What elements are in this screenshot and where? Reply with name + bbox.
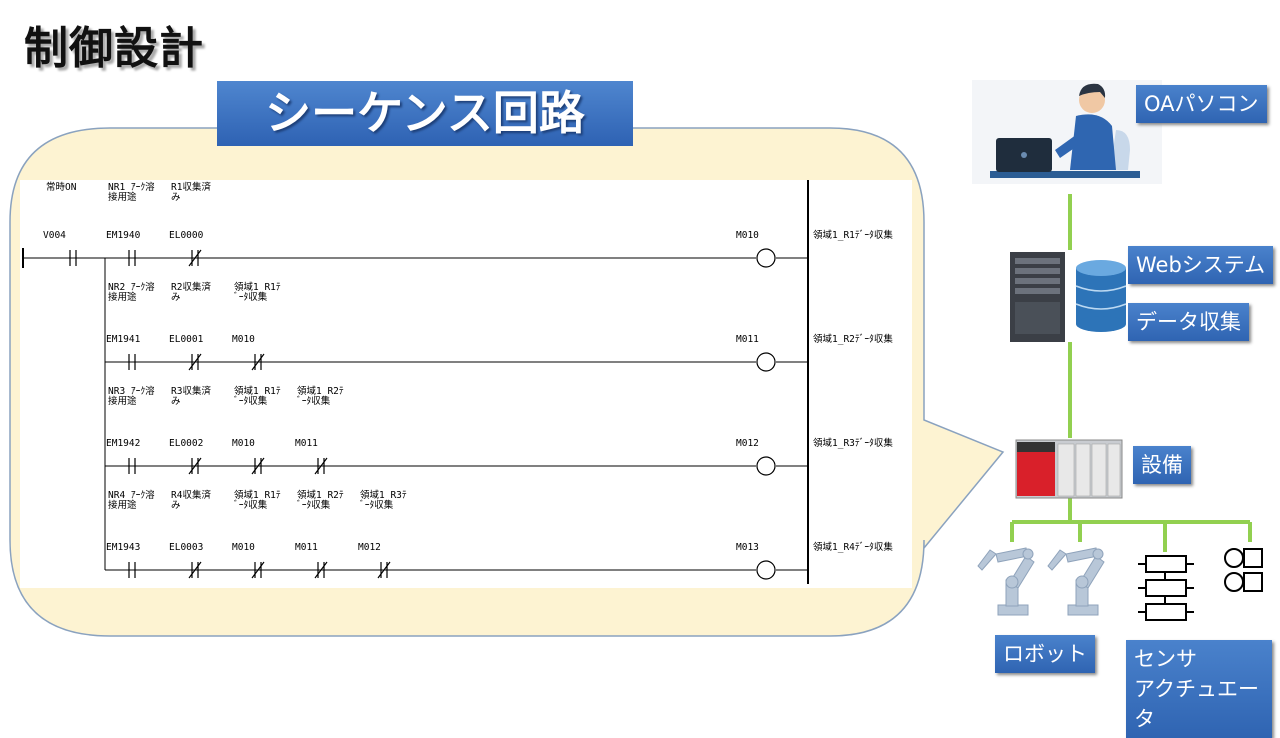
contact-slash (188, 561, 202, 579)
coil-label: M012 (736, 438, 759, 449)
equipment-label: 設備 (1133, 446, 1191, 484)
coil-symbol (756, 456, 776, 476)
contact-slash (251, 561, 265, 579)
rung-comment: NR3_ｱｰｸ溶 (108, 385, 155, 397)
contact-label: M012 (358, 542, 381, 553)
contact-label: M011 (295, 438, 318, 449)
rung-comment: ﾞｰﾀ収集 (297, 499, 331, 511)
contact-label: M011 (295, 542, 318, 553)
coil-symbol (756, 248, 776, 268)
network-diagram (972, 80, 1263, 621)
contact-label: EM1942 (106, 438, 140, 449)
contact-label: EM1943 (106, 542, 140, 553)
contact-label: EL0002 (169, 438, 203, 449)
rung-comment: 領域1_R1ﾃ (234, 281, 281, 293)
rung-comment: NR1_ｱｰｸ溶 (108, 181, 155, 193)
oa-pc-label: OAパソコン (1136, 85, 1267, 123)
contact-label: EM1940 (106, 230, 141, 241)
rung-comment: NR2_ｱｰｸ溶 (108, 281, 155, 293)
rung-comment: R2収集済 (171, 281, 211, 293)
rung-comment: R4収集済 (171, 489, 211, 501)
sensor-icon (1224, 548, 1263, 592)
coil-label: M013 (736, 542, 759, 553)
contact-label: V004 (43, 230, 66, 241)
rung-comment: ﾞｰﾀ収集 (297, 395, 331, 407)
robot-arm-icon (977, 547, 1035, 616)
contact-slash (314, 561, 328, 579)
robot-arm-icon (1047, 547, 1105, 616)
contact-label: EL0001 (169, 334, 204, 345)
rung-comment: 領域1_R1ﾃ (234, 385, 281, 397)
rung-comment: 接用途 (108, 291, 137, 303)
contact-label: EL0000 (169, 230, 204, 241)
contact-slash (314, 457, 328, 475)
relay-icon (1138, 555, 1194, 621)
rung-comment: ﾞｰﾀ収集 (234, 395, 268, 407)
rung-comment: NR4_ｱｰｸ溶 (108, 489, 155, 501)
sensor-actuator-label: センサ アクチュエータ (1126, 640, 1272, 738)
contact-slash (251, 457, 265, 475)
rung-comment: み (171, 192, 181, 203)
coil-comment: 領域1_R3ﾃﾞｰﾀ収集 (813, 437, 893, 449)
contact-label: EL0003 (169, 542, 203, 553)
sequence-circuit-banner: シーケンス回路 (217, 81, 633, 146)
oa-pc-illustration (972, 80, 1162, 184)
rung-comment: 領域1_R2ﾃ (297, 489, 344, 501)
plc-icon (1015, 439, 1123, 499)
rung-comment: み (171, 292, 181, 303)
database-icon (1075, 260, 1127, 332)
coil-symbol (756, 560, 776, 580)
data-collection-label: データ収集 (1128, 303, 1249, 341)
rung-comment: 接用途 (108, 191, 137, 203)
page-title: 制御設計 (24, 23, 204, 74)
robot-label: ロボット (995, 635, 1095, 673)
coil-label: M010 (736, 230, 759, 241)
contact-label: M010 (232, 334, 255, 345)
web-system-label: Webシステム (1128, 246, 1274, 284)
contact-label: M010 (232, 542, 255, 553)
coil-label: M011 (736, 334, 759, 345)
rung-comment: ﾞｰﾀ収集 (234, 499, 268, 511)
coil-symbol (756, 352, 776, 372)
rung-comment: 領域1_R1ﾃ (234, 489, 281, 501)
header-comment: 常時ON (46, 181, 77, 193)
contact-label: EM1941 (106, 334, 141, 345)
rung-comment: 領域1_R2ﾃ (297, 385, 344, 397)
rung-comment: R3収集済 (171, 385, 211, 397)
contact-slash (377, 561, 391, 579)
coil-comment: 領域1_R2ﾃﾞｰﾀ収集 (813, 333, 893, 345)
contact-slash (188, 353, 202, 371)
rung-comment: 領域1_R3ﾃ (360, 489, 407, 501)
coil-comment: 領域1_R1ﾃﾞｰﾀ収集 (813, 229, 893, 241)
rung-comment: ﾞｰﾀ収集 (234, 291, 268, 303)
rung-comment: 接用途 (108, 395, 137, 407)
contact-label: M010 (232, 438, 255, 449)
contact-slash (188, 249, 202, 267)
rung-comment: み (171, 396, 181, 407)
rung-comment: R1収集済 (171, 181, 211, 193)
contact-slash (251, 353, 265, 371)
coil-comment: 領域1_R4ﾃﾞｰﾀ収集 (813, 541, 893, 553)
rung-comment: 接用途 (108, 499, 137, 511)
contact-slash (188, 457, 202, 475)
server-icon (1010, 252, 1065, 342)
rung-comment: ﾞｰﾀ収集 (360, 499, 394, 511)
rung-comment: み (171, 500, 181, 511)
